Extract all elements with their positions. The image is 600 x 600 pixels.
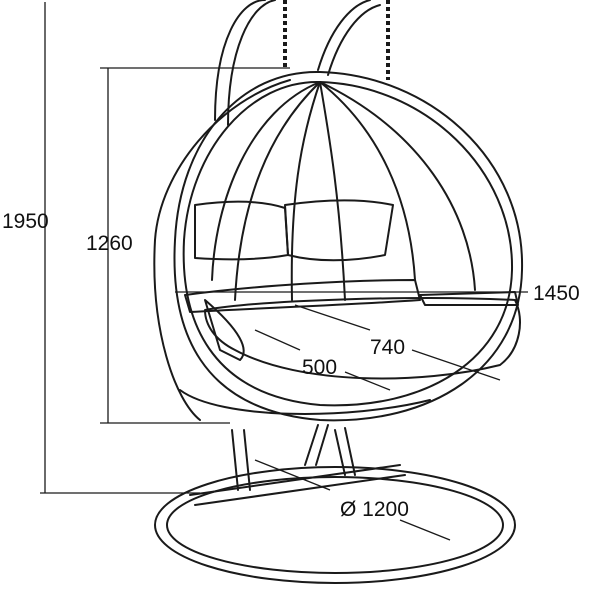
stand bbox=[154, 424, 516, 584]
egg-basket bbox=[153, 70, 524, 422]
dim-total-height: 1950 bbox=[2, 210, 49, 233]
dim-base-diameter: Ø 1200 bbox=[340, 498, 409, 521]
frame-arc bbox=[214, 0, 381, 126]
cushions bbox=[179, 199, 521, 415]
dim-width: 1450 bbox=[533, 282, 580, 305]
dim-seat-width: 740 bbox=[370, 336, 405, 359]
dimension-lines bbox=[40, 2, 528, 541]
dim-seat-height: 1260 bbox=[86, 232, 133, 255]
dim-seat-depth: 500 bbox=[302, 356, 337, 379]
chains bbox=[283, 0, 390, 80]
